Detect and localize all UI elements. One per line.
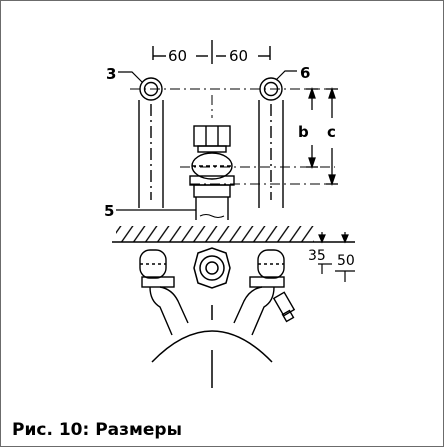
left-lower-fitting bbox=[139, 249, 189, 336]
central-valve bbox=[189, 125, 235, 220]
item-5-label: 5 bbox=[104, 202, 114, 220]
top-dimension bbox=[152, 40, 271, 64]
left-pipe bbox=[138, 77, 164, 208]
dim-right-label: 60 bbox=[229, 47, 248, 65]
center-hex-nut bbox=[193, 247, 231, 289]
wall-dimensions bbox=[318, 232, 355, 282]
boiler-dome bbox=[151, 305, 273, 388]
right-lower-fitting bbox=[233, 249, 296, 336]
dim-left-label: 60 bbox=[168, 47, 187, 65]
dim-c-label: c bbox=[327, 123, 336, 141]
dim-50-label: 50 bbox=[337, 253, 355, 269]
figure-caption: Рис. 10: Размеры bbox=[12, 420, 182, 440]
dimension-drawing: 60 60 3 6 5 b c 35 50 bbox=[104, 40, 355, 388]
vertical-dimensions bbox=[306, 86, 338, 187]
dim-b-label: b bbox=[298, 123, 309, 141]
wall-hatch bbox=[112, 226, 355, 243]
right-pipe bbox=[258, 77, 284, 208]
leader-lines bbox=[116, 70, 297, 211]
item-3-label: 3 bbox=[106, 65, 116, 83]
item-6-label: 6 bbox=[300, 64, 310, 82]
dim-35-label: 35 bbox=[308, 248, 326, 264]
